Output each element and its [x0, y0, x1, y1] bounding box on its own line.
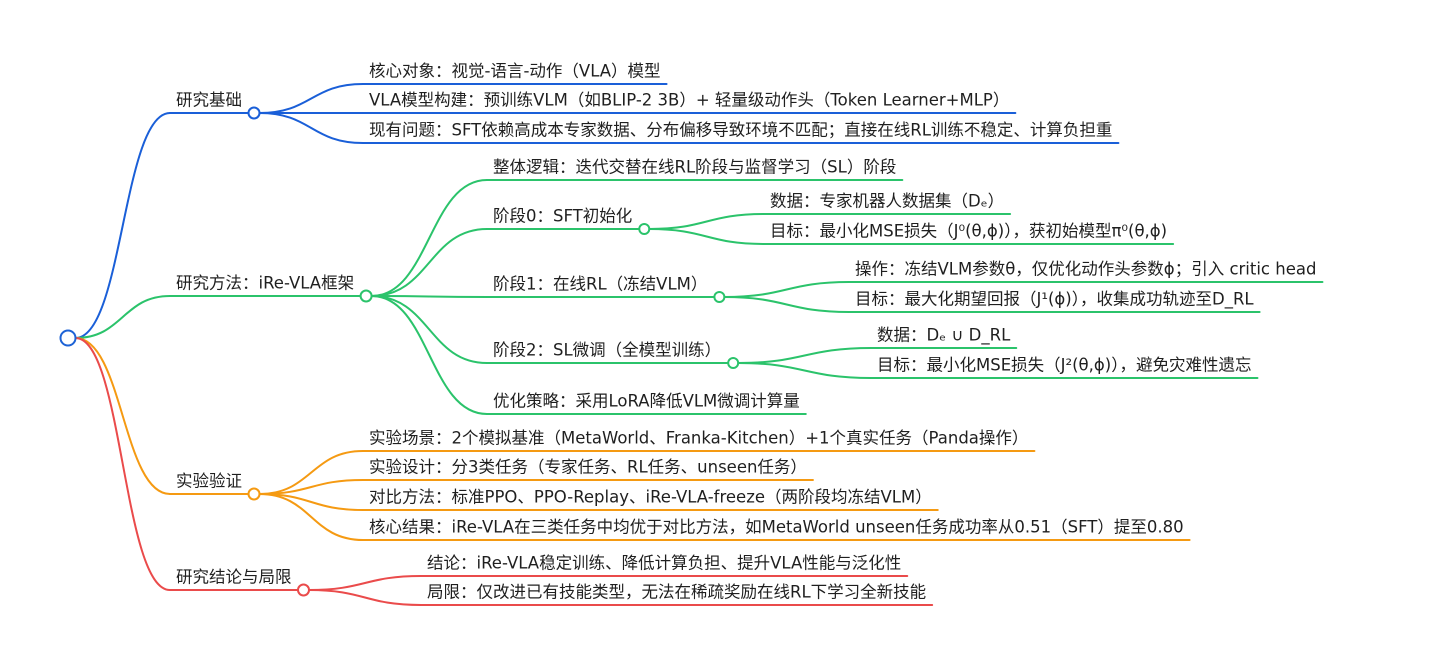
mindmap-edges [74, 83, 872, 606]
node-method-4: 优化策略：采用LoRA降低VLM微调计算量 [493, 392, 800, 411]
node-basis-0: 核心对象：视觉-语言-动作（VLA）模型 [369, 62, 661, 81]
branch-node-method[interactable] [359, 289, 373, 303]
edge-experiment-child-0 [258, 450, 364, 495]
root-node[interactable] [59, 329, 77, 347]
node-experiment-3: 核心结果：iRe-VLA在三类任务中均优于对比方法，如MetaWorld uns… [369, 518, 1184, 537]
branch-node-conclusion[interactable] [297, 583, 310, 597]
node-dot-method-1[interactable] [638, 223, 651, 235]
node-method-1-1: 目标：最小化MSE损失（J⁰(θ,ϕ)），获初始模型π⁰(θ,ϕ) [770, 222, 1167, 241]
edge-root-experiment [74, 337, 171, 495]
edge-method-child-4 [370, 295, 488, 415]
edge-method-3-0 [737, 347, 872, 364]
edge-method-1-0 [648, 213, 765, 230]
node-dot-method-2[interactable] [713, 291, 726, 303]
edge-conclusion-child-0 [308, 575, 422, 591]
edge-method-child-2 [370, 295, 488, 298]
node-method-2-0: 操作：冻结VLM参数θ，仅优化动作头参数ϕ；引入 critic head [855, 260, 1316, 279]
branch-label-method: 研究方法：iRe-VLA框架 [176, 274, 354, 293]
edge-method-child-3 [370, 295, 488, 364]
node-method-1-0: 数据：专家机器人数据集（Dₑ） [770, 192, 1004, 211]
node-method-1: 阶段0：SFT初始化 [493, 207, 632, 226]
node-method-3-1: 目标：最小化MSE损失（J²(θ,ϕ)），避免灾难性遗忘 [877, 356, 1251, 375]
edge-root-basis [74, 112, 171, 339]
node-method-0: 整体逻辑：迭代交替在线RL阶段与监督学习（SL）阶段 [493, 158, 896, 177]
edge-method-3-1 [737, 362, 872, 379]
edge-method-child-0 [370, 179, 488, 297]
edge-conclusion-child-1 [308, 589, 422, 606]
branch-label-conclusion: 研究结论与局限 [176, 568, 292, 587]
branch-label-experiment: 实验验证 [176, 472, 242, 491]
node-method-2-1: 目标：最大化期望回报（J¹(ϕ)），收集成功轨迹至D_RL [855, 290, 1254, 310]
node-method-2: 阶段1：在线RL（冻结VLM） [493, 275, 707, 294]
node-method-3: 阶段2：SL微调（全模型训练） [493, 341, 721, 360]
edge-root-conclusion [74, 337, 171, 591]
mindmap-dots [59, 106, 740, 597]
node-experiment-0: 实验场景：2个模拟基准（MetaWorld、Franka-Kitchen）+1个… [369, 429, 1028, 448]
branch-node-basis[interactable] [247, 106, 261, 120]
node-experiment-1: 实验设计：分3类任务（专家任务、RL任务、unseen任务） [369, 458, 807, 477]
edge-method-2-0 [723, 281, 850, 298]
edge-method-1-1 [648, 228, 765, 245]
node-method-3-0: 数据：Dₑ ∪ D_RL [877, 326, 1011, 346]
node-conclusion-1: 局限：仅改进已有技能类型，无法在稀疏奖励在线RL下学习全新技能 [427, 583, 926, 602]
edge-basis-child-2 [258, 112, 364, 144]
branch-node-experiment[interactable] [247, 487, 261, 501]
edge-basis-child-0 [258, 83, 364, 114]
mindmap-labels: 研究基础 核心对象：视觉-语言-动作（VLA）模型 VLA模型构建：预训练VLM（如… [176, 62, 1316, 602]
edge-experiment-child-3 [258, 493, 364, 541]
node-experiment-2: 对比方法：标准PPO、PPO-Replay、iRe-VLA-freeze（两阶段… [369, 488, 932, 507]
node-conclusion-0: 结论：iRe-VLA稳定训练、降低计算负担、提升VLA性能与泛化性 [427, 554, 901, 573]
edge-root-method [74, 295, 171, 339]
edge-method-2-1 [723, 296, 850, 313]
mindmap-underlines [169, 83, 1324, 606]
edge-method-child-1 [370, 228, 488, 297]
node-basis-1: VLA模型构建：预训练VLM（如BLIP-2 3B）+ 轻量级动作头（Token… [369, 91, 1009, 110]
branch-label-basis: 研究基础 [176, 91, 242, 110]
node-dot-method-3[interactable] [727, 357, 740, 369]
node-basis-2: 现有问题：SFT依赖高成本专家数据、分布偏移导致环境不匹配；直接在线RL训练不稳… [369, 121, 1112, 140]
